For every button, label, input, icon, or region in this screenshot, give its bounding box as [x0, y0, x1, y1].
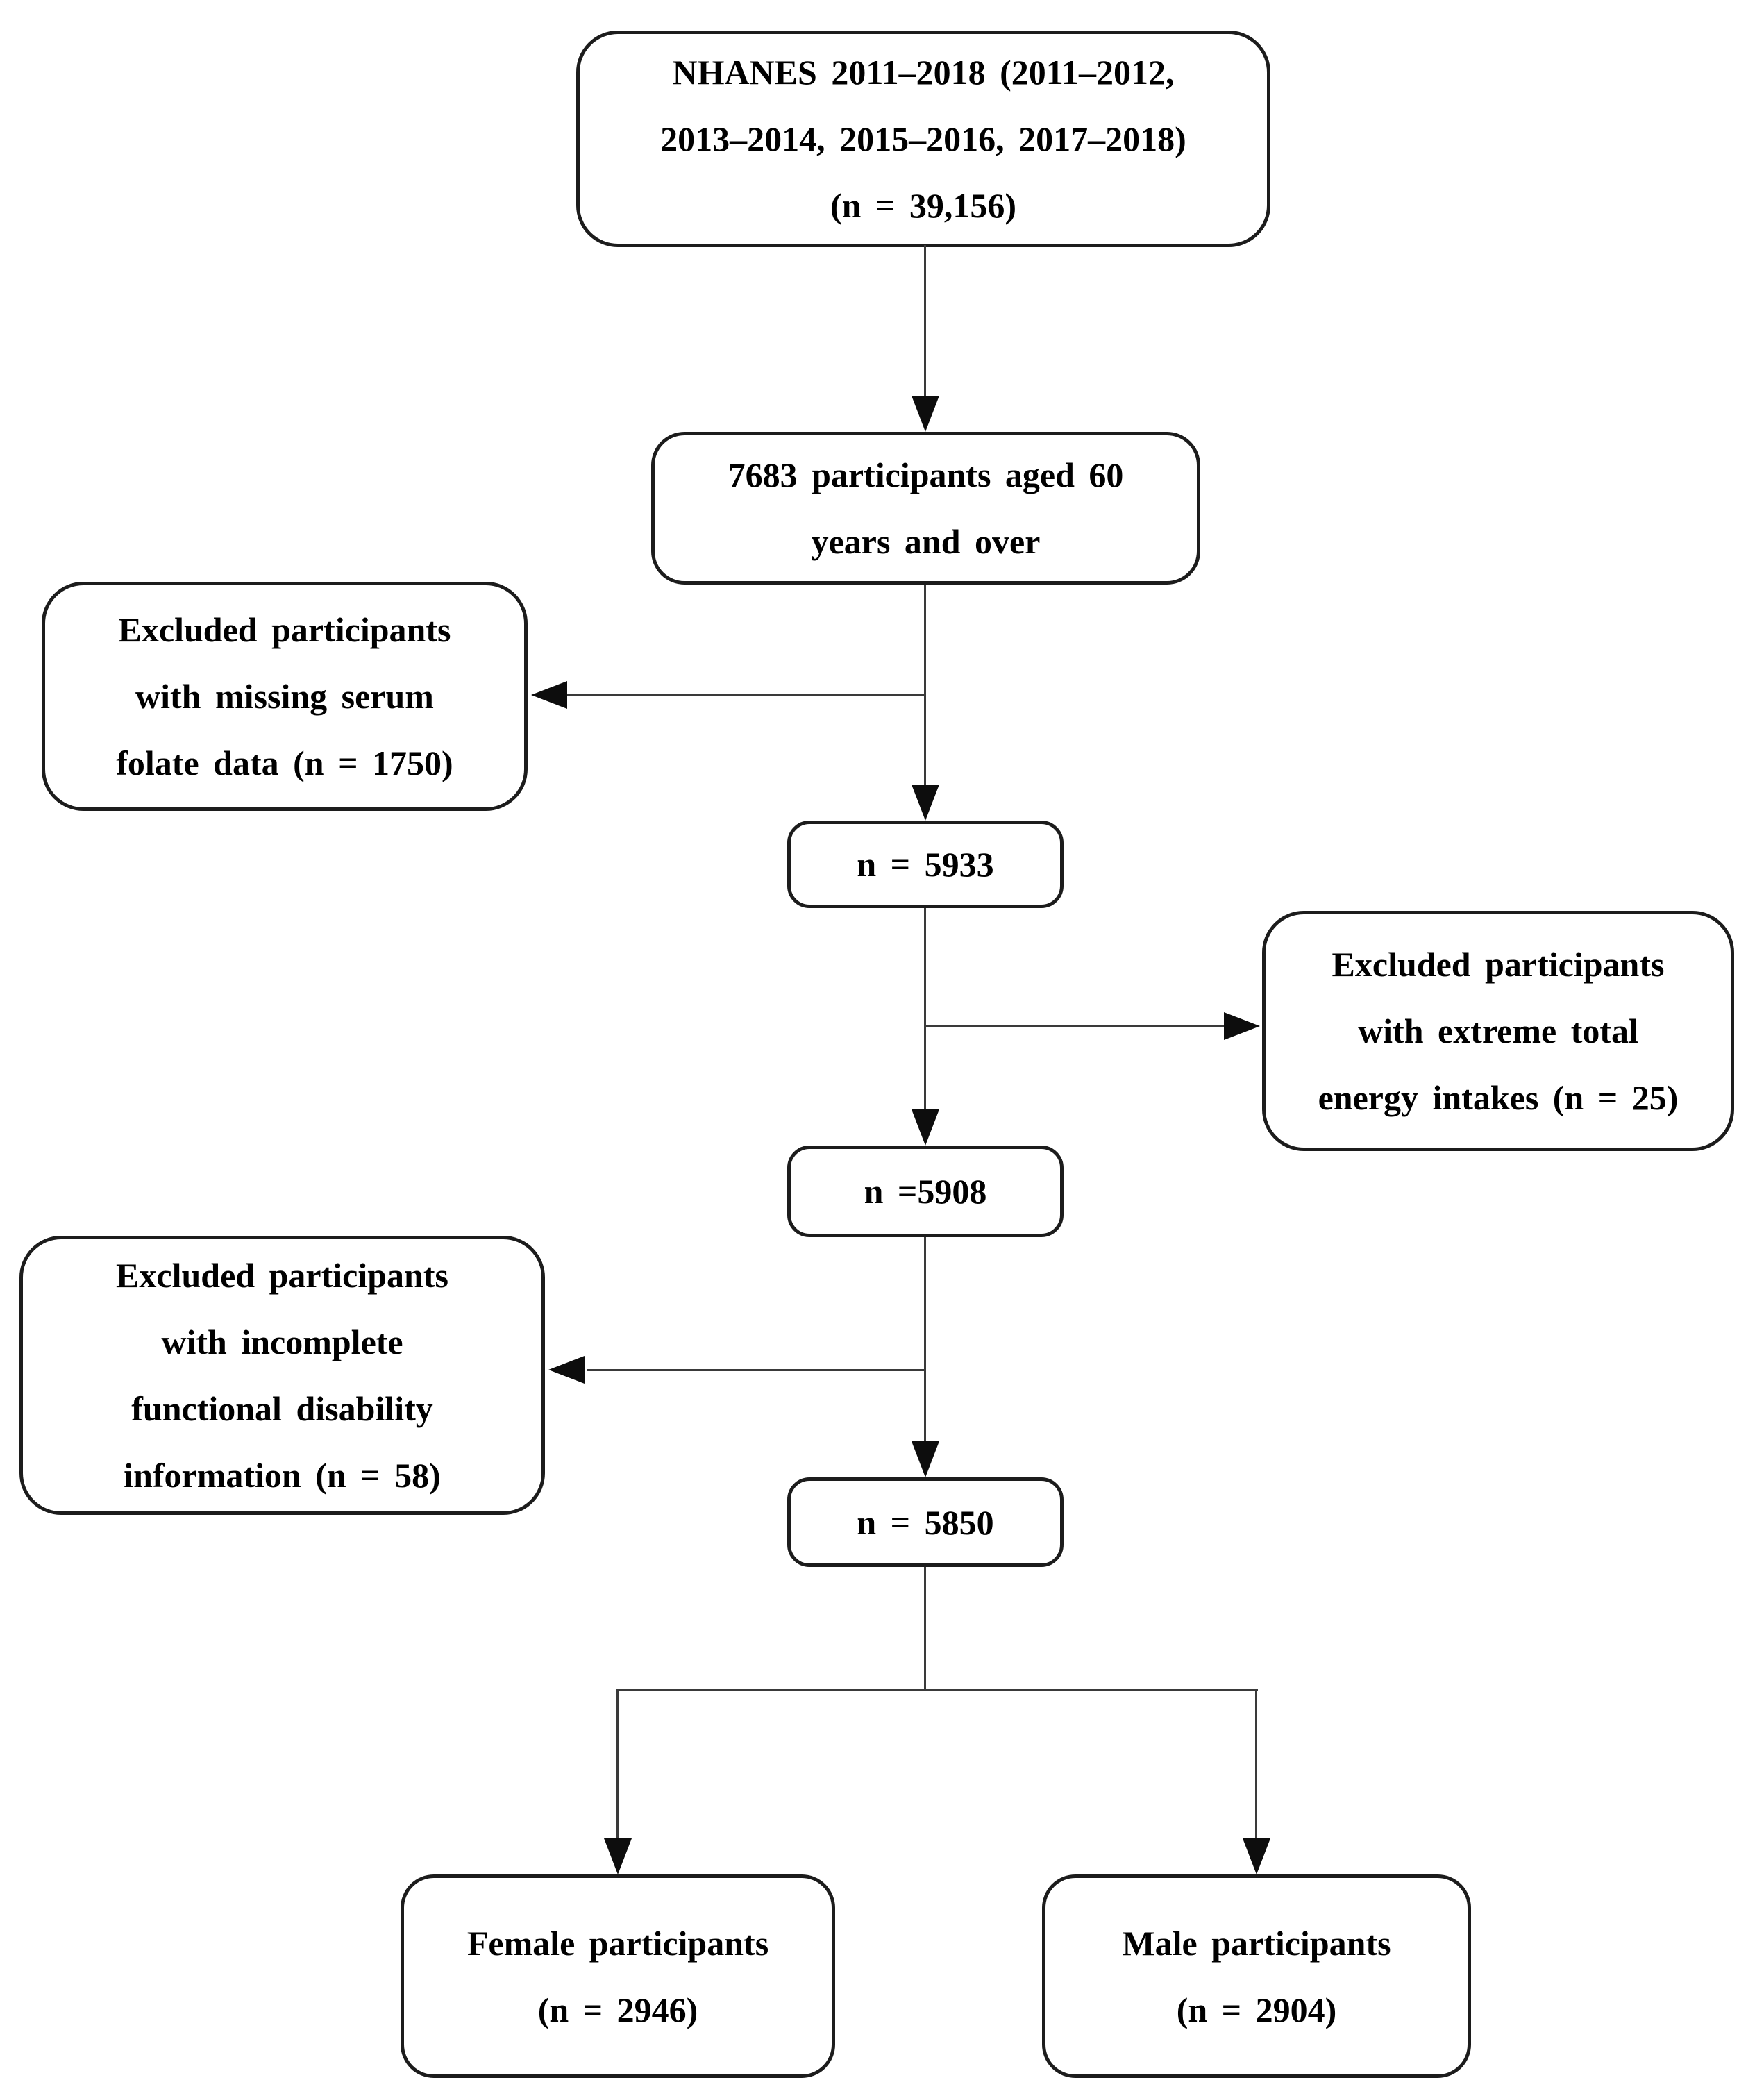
node-male: Male participants (n = 2904) — [1042, 1874, 1471, 2078]
node-excluded-disability-line1: Excluded participants — [116, 1256, 448, 1295]
arrowhead-into-aged-60 — [912, 396, 939, 432]
node-nhanes-line1: NHANES 2011–2018 (2011–2012, — [672, 53, 1175, 92]
node-excluded-disability-line4: information (n = 58) — [124, 1456, 441, 1495]
arrowhead-into-n-5850 — [912, 1441, 939, 1477]
node-aged-60-line2: years and over — [811, 522, 1041, 561]
arrowhead-into-excluded-folate — [531, 681, 567, 709]
node-n-5933-label: n = 5933 — [857, 845, 994, 884]
arrowhead-into-n-5908 — [912, 1109, 939, 1146]
node-female-line2: (n = 2946) — [537, 1990, 698, 2029]
arrowhead-into-male — [1243, 1838, 1270, 1874]
node-male-line2: (n = 2904) — [1176, 1990, 1337, 2029]
arrowhead-into-female — [604, 1838, 632, 1874]
node-female: Female participants (n = 2946) — [401, 1874, 835, 2078]
node-aged-60: 7683 participants aged 60 years and over — [651, 432, 1200, 585]
node-excluded-disability-line2: with incomplete — [161, 1323, 403, 1361]
connector-n-5850-to-split — [924, 1567, 926, 1691]
node-excluded-energy: Excluded participants with extreme total… — [1262, 911, 1734, 1151]
node-excluded-energy-line3: energy intakes (n = 25) — [1318, 1078, 1679, 1117]
node-n-5850: n = 5850 — [787, 1477, 1064, 1567]
connector-nhanes-to-aged-60 — [924, 245, 926, 396]
node-excluded-energy-line1: Excluded participants — [1332, 945, 1665, 984]
connector-n-5908-to-n-5850 — [924, 1237, 926, 1441]
connector-n-5933-to-n-5908 — [924, 908, 926, 1109]
arrowhead-into-excluded-energy — [1224, 1012, 1260, 1040]
node-aged-60-line1: 7683 participants aged 60 — [728, 455, 1124, 494]
connector-aged-60-to-n-5933 — [924, 585, 926, 785]
connector-branch-excluded-disability — [587, 1369, 925, 1371]
node-n-5933: n = 5933 — [787, 821, 1064, 908]
arrowhead-into-excluded-disability — [548, 1356, 585, 1384]
node-nhanes-line2: 2013–2014, 2015–2016, 2017–2018) — [660, 119, 1186, 158]
connector-branch-excluded-energy — [925, 1025, 1224, 1027]
node-excluded-folate-line2: with missing serum — [135, 677, 434, 716]
node-n-5908-label: n =5908 — [864, 1172, 987, 1211]
node-excluded-disability: Excluded participants with incomplete fu… — [19, 1236, 545, 1515]
node-excluded-disability-line3: functional disability — [131, 1389, 433, 1428]
node-excluded-folate-line1: Excluded participants — [118, 610, 451, 649]
node-male-line1: Male participants — [1122, 1923, 1391, 1963]
connector-split-to-female — [616, 1689, 619, 1838]
node-excluded-folate-line3: folate data (n = 1750) — [116, 744, 453, 782]
arrowhead-into-n-5933 — [912, 785, 939, 821]
node-excluded-energy-line2: with extreme total — [1358, 1012, 1638, 1050]
connector-split-to-male — [1255, 1689, 1257, 1838]
node-excluded-folate: Excluded participants with missing serum… — [42, 582, 528, 811]
connector-branch-excluded-folate — [562, 694, 925, 696]
node-n-5908: n =5908 — [787, 1146, 1064, 1237]
node-female-line1: Female participants — [467, 1923, 769, 1963]
node-n-5850-label: n = 5850 — [857, 1502, 994, 1542]
connector-split-horizontal — [616, 1689, 1258, 1691]
node-nhanes: NHANES 2011–2018 (2011–2012, 2013–2014, … — [576, 31, 1270, 247]
node-nhanes-line3: (n = 39,156) — [830, 186, 1017, 225]
